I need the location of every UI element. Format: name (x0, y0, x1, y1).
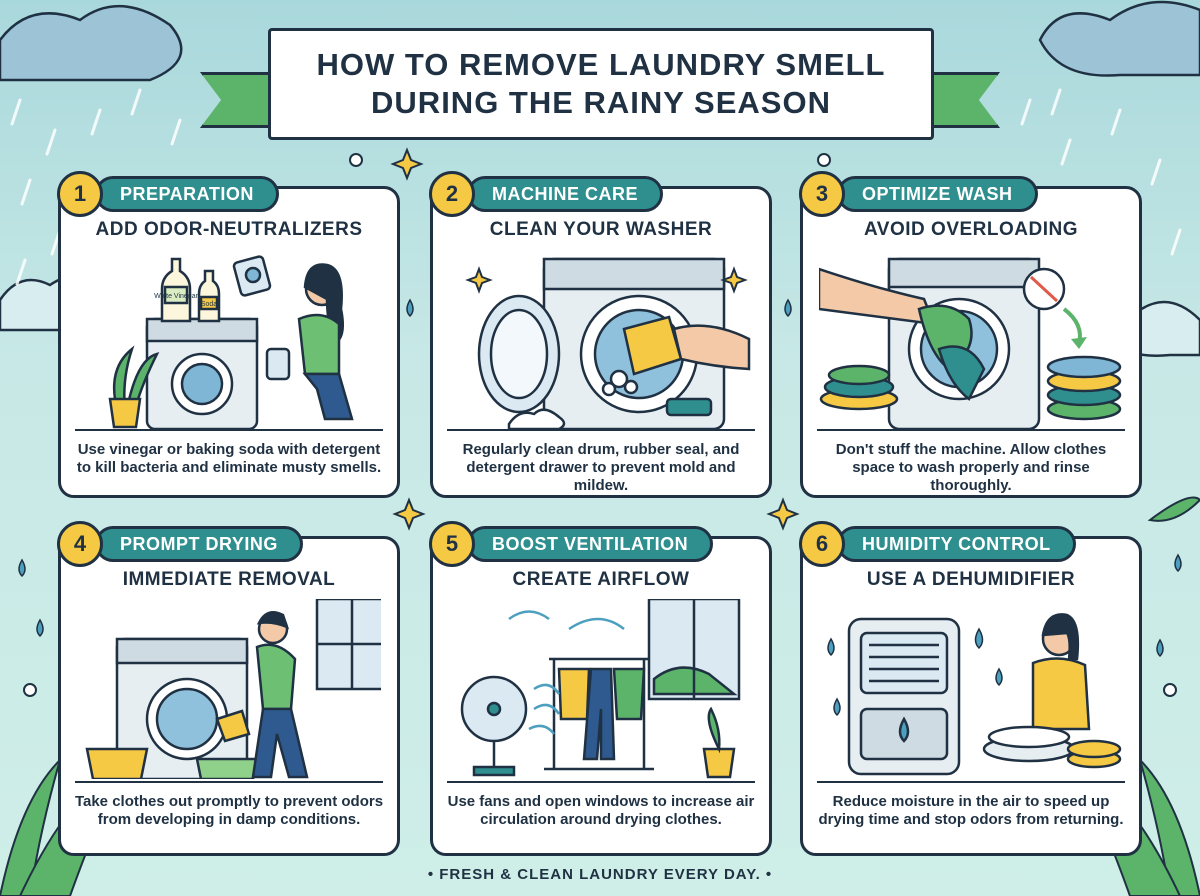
card-divider (75, 429, 383, 431)
footer-tagline: • FRESH & CLEAN LAUNDRY EVERY DAY. • (427, 866, 773, 883)
step-description: Regularly clean drum, rubber seal, and d… (462, 441, 740, 494)
avoid-overloading-illustration (819, 257, 1122, 429)
step-card-2: 2 MACHINE CARE CLEAN YOUR WASHER Regular… (429, 171, 772, 498)
card-divider (447, 781, 755, 783)
step-card-3: 3 OPTIMIZE WASH AVOID OVERLOADING Don't … (799, 171, 1142, 498)
step-card-1: 1 PREPARATION ADD ODOR-NEUTRALIZERS Whit… (57, 171, 400, 498)
step-badge: 4 PROMPT DRYING (57, 521, 303, 567)
dehumidifier-illustration (827, 613, 1122, 776)
step-tag: HUMIDITY CONTROL (837, 526, 1076, 562)
step-subtitle: CLEAN YOUR WASHER (489, 219, 713, 240)
step-number: 6 (799, 521, 845, 567)
step-number: 2 (429, 171, 475, 217)
step-tag: PREPARATION (95, 176, 279, 212)
title-box: HOW TO REMOVE LAUNDRY SMELL DURING THE R… (268, 28, 934, 140)
step-tag: BOOST VENTILATION (467, 526, 714, 562)
step-subtitle: CREATE AIRFLOW (512, 569, 690, 590)
step-subtitle: ADD ODOR-NEUTRALIZERS (95, 219, 363, 240)
step-badge: 1 PREPARATION (57, 171, 279, 217)
step-subtitle: AVOID OVERLOADING (864, 219, 1078, 240)
step-description: Take clothes out promptly to prevent odo… (74, 793, 384, 828)
step-card-6: 6 HUMIDITY CONTROL USE A DEHUMIDIFIER Re… (799, 521, 1142, 856)
step-number: 1 (57, 171, 103, 217)
step-description: Use fans and open windows to increase ai… (447, 793, 755, 828)
step-card-4: 4 PROMPT DRYING IMMEDIATE REMOVAL Take c… (57, 521, 400, 856)
step-description: Use vinegar or baking soda with detergen… (76, 441, 382, 476)
airflow-illustration (460, 599, 741, 779)
step-badge: 3 OPTIMIZE WASH (799, 171, 1038, 217)
step-number: 5 (429, 521, 475, 567)
card-divider (447, 429, 755, 431)
clean-washer-illustration (465, 257, 751, 429)
bottle-vinegar-label: White Vinegar (154, 293, 199, 300)
card-divider (817, 429, 1125, 431)
step-subtitle: USE A DEHUMIDIFIER (866, 569, 1076, 590)
step-number: 4 (57, 521, 103, 567)
title-banner: HOW TO REMOVE LAUNDRY SMELL DURING THE R… (200, 28, 1000, 148)
step-badge: 2 MACHINE CARE (429, 171, 664, 217)
step-description: Reduce moisture in the air to speed up d… (818, 793, 1124, 828)
step-badge: 6 HUMIDITY CONTROL (799, 521, 1076, 567)
step-tag: OPTIMIZE WASH (837, 176, 1038, 212)
card-divider (75, 781, 383, 783)
page-title-line1: HOW TO REMOVE LAUNDRY SMELL (316, 47, 886, 82)
card-divider (817, 781, 1125, 783)
step-badge: 5 BOOST VENTILATION (429, 521, 714, 567)
immediate-removal-illustration (85, 599, 381, 779)
bottle-soda-label: Soda (201, 301, 217, 308)
step-tag: PROMPT DRYING (95, 526, 303, 562)
step-subtitle: IMMEDIATE REMOVAL (122, 569, 336, 590)
step-tag: MACHINE CARE (467, 176, 664, 212)
step-description: Don't stuff the machine. Allow clothes s… (835, 441, 1107, 494)
step-card-5: 5 BOOST VENTILATION CREATE AIRFLOW (429, 521, 772, 856)
step-number: 3 (799, 171, 845, 217)
page-title-line2: DURING THE RAINY SEASON (371, 85, 831, 120)
odor-neutralizer-illustration: White Vinegar Soda (108, 255, 354, 429)
